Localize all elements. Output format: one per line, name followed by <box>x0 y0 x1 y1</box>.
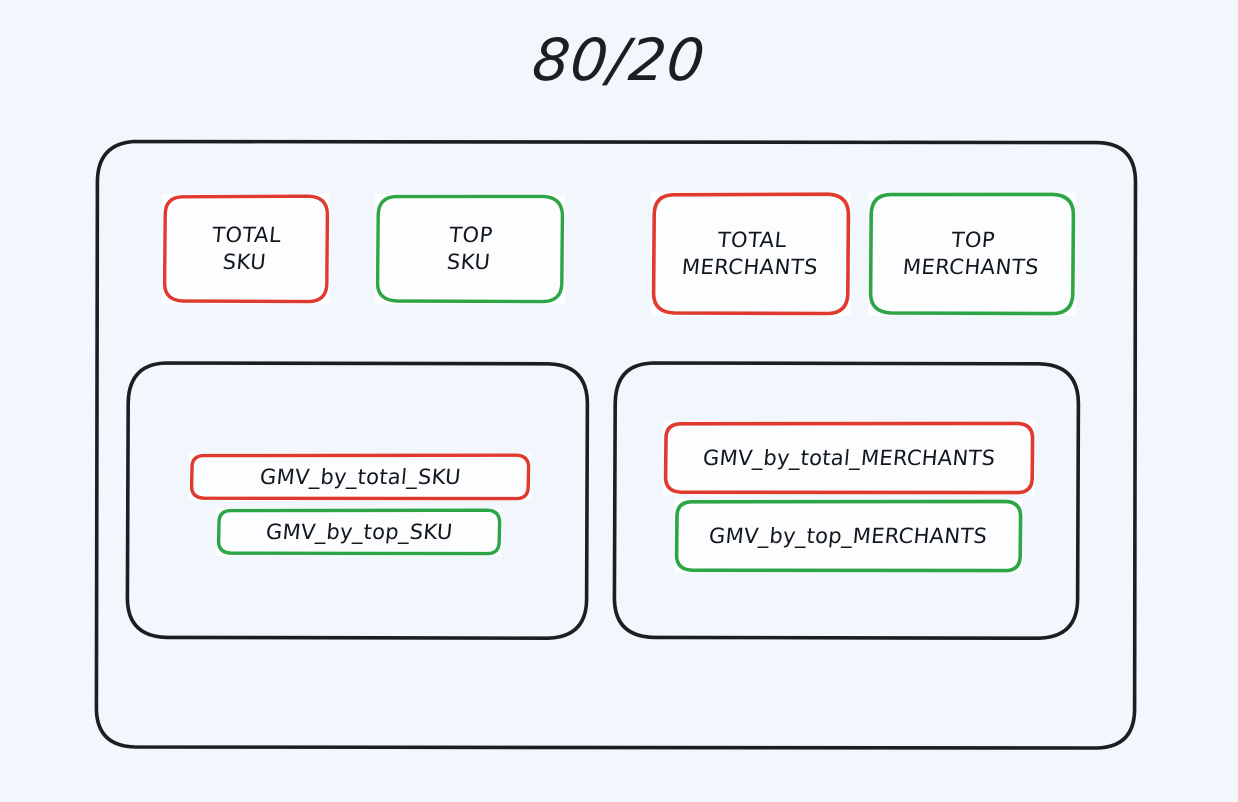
metric-gmv-by-top-merchants[interactable]: GMV_by_top_MERCHANTS <box>674 499 1023 573</box>
metric-label: GMV_by_top_SKU <box>264 519 454 544</box>
entity-card-total-merchants[interactable]: TOTAL MERCHANTS <box>651 192 851 316</box>
entity-card-label: TOTAL MERCHANTS <box>680 228 819 279</box>
metric-gmv-by-total-merchants[interactable]: GMV_by_total_MERCHANTS <box>663 421 1035 495</box>
entity-card-total-sku[interactable]: TOTAL SKU <box>162 194 330 304</box>
page-title: 80/20 <box>529 26 709 94</box>
metric-label: GMV_by_total_MERCHANTS <box>701 445 997 470</box>
metric-gmv-by-total-sku[interactable]: GMV_by_total_SKU <box>189 453 531 501</box>
metric-gmv-by-top-sku[interactable]: GMV_by_top_SKU <box>216 508 502 556</box>
entity-card-top-merchants[interactable]: TOP MERCHANTS <box>868 192 1076 316</box>
entity-card-label: TOP SKU <box>446 223 495 274</box>
entity-card-label: TOTAL SKU <box>211 223 283 274</box>
metric-label: GMV_by_total_SKU <box>258 464 462 489</box>
entity-card-label: TOP MERCHANTS <box>901 228 1040 279</box>
entity-card-top-sku[interactable]: TOP SKU <box>375 194 565 304</box>
metric-label: GMV_by_top_MERCHANTS <box>708 523 989 548</box>
